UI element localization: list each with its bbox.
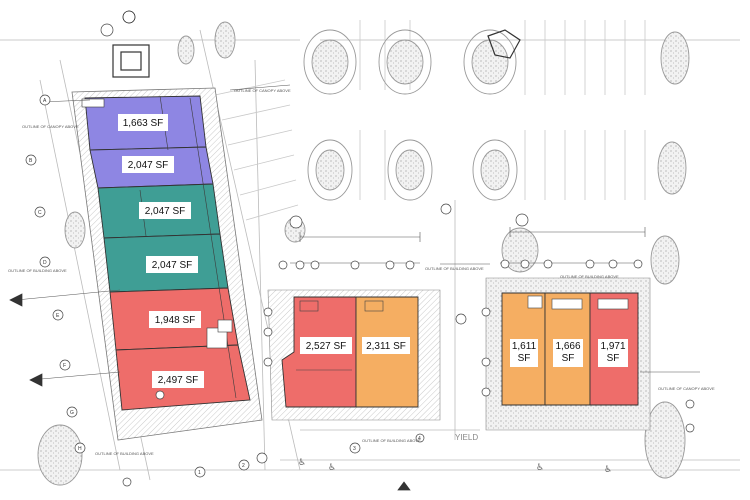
middle-building-interior <box>296 300 384 371</box>
unit-6-area: 2,497 SF <box>158 375 199 386</box>
parking-stripes-top <box>359 20 646 200</box>
svg-text:C: C <box>38 210 42 216</box>
unit-9-area: 1,611 SF <box>511 341 537 364</box>
parking-stripes-angled <box>214 79 299 221</box>
svg-text:D: D <box>43 260 47 266</box>
unit-11-area: 1,971 SF <box>600 341 626 364</box>
svg-text:♿: ♿ <box>298 458 306 468</box>
canopy-note-1: OUTLINE OF CANOPY ABOVE <box>234 88 291 93</box>
svg-text:♿: ♿ <box>604 465 612 475</box>
building-note-4: OUTLINE OF BUILDING ABOVE <box>362 438 421 443</box>
svg-text:1: 1 <box>198 470 201 476</box>
right-building-interior <box>527 295 629 310</box>
left-building-interior <box>81 95 237 399</box>
svg-text:F: F <box>63 363 66 369</box>
trash-enclosure-2 <box>487 29 521 59</box>
unit-4-area: 2,047 SF <box>152 260 193 271</box>
svg-text:3: 3 <box>353 446 356 452</box>
svg-text:B: B <box>29 158 33 164</box>
section-markers <box>9 10 411 491</box>
svg-text:2: 2 <box>242 463 245 469</box>
building-note-3: OUTLINE OF BUILDING ABOVE <box>560 274 619 279</box>
unit-8-area: 2,311 SF <box>366 341 406 352</box>
svg-text:A: A <box>43 98 47 104</box>
accessible-parking-icons: ♿ ♿ ♿ ♿ <box>298 458 612 475</box>
svg-text:4: 4 <box>418 436 421 442</box>
unit-5-area: 1,948 SF <box>155 315 196 326</box>
svg-text:G: G <box>70 410 74 416</box>
yield-marking: YIELD <box>455 433 478 442</box>
unit-3-area: 2,047 SF <box>145 206 186 217</box>
grid-bubble-letters: A B C D E F G H 1 2 3 4 <box>29 98 421 476</box>
canopy-note-2: OUTLINE OF CANOPY ABOVE <box>22 124 79 129</box>
unit-7-area: 2,527 SF <box>306 341 347 352</box>
unit-2-area: 2,047 SF <box>128 160 169 171</box>
svg-text:E: E <box>56 313 60 319</box>
trash-enclosure <box>112 44 150 78</box>
svg-text:♿: ♿ <box>536 463 544 473</box>
area-labels: 1,663 SF 2,047 SF 2,047 SF 2,047 SF 1,94… <box>118 114 628 388</box>
building-note-5: OUTLINE OF BUILDING ABOVE <box>95 451 154 456</box>
svg-text:♿: ♿ <box>328 463 336 473</box>
unit-1-area: 1,663 SF <box>123 118 164 129</box>
building-note-1: OUTLINE OF BUILDING ABOVE <box>425 266 484 271</box>
unit-10-area: 1,666 SF <box>555 341 581 364</box>
landscape-islands <box>37 21 690 486</box>
canopy-note-3: OUTLINE OF CANOPY ABOVE <box>658 386 715 391</box>
building-note-2: OUTLINE OF BUILDING ABOVE <box>8 268 67 273</box>
grid-bubbles <box>25 10 695 487</box>
svg-text:H: H <box>78 446 82 452</box>
